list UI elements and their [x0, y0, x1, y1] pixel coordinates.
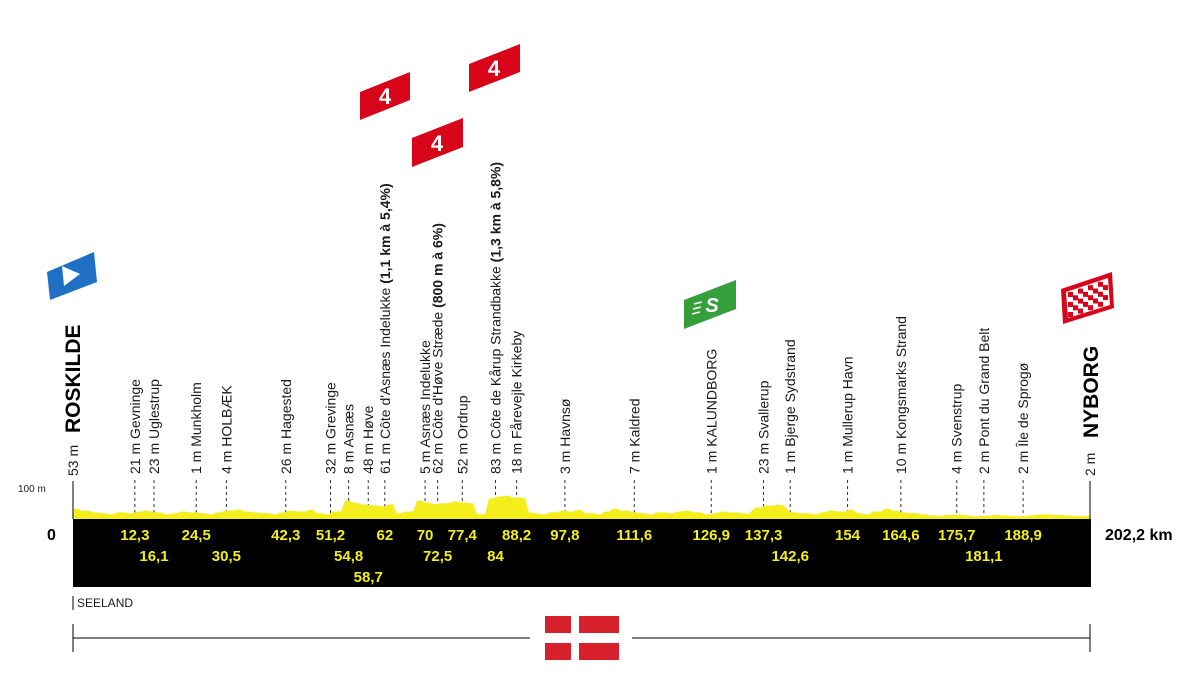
checker-square: [1093, 298, 1098, 304]
distance-km: 181,1: [965, 548, 1003, 565]
checker-square: [1073, 305, 1078, 311]
checkpoint-name: 1 m Mullerup Havn: [840, 357, 856, 475]
distance-km: 24,5: [182, 527, 211, 544]
checkpoint-name: 8 m Asnæs: [341, 404, 357, 474]
checker-square: [1078, 308, 1083, 314]
start-city-name: ROSKILDE: [62, 324, 85, 433]
checkpoint-name: 1 m KALUNDBORG: [703, 349, 719, 474]
distance-km: 58,7: [354, 569, 383, 586]
checkpoint-name: 1 m Bjerge Sydstrand: [782, 339, 798, 474]
checker-square: [1093, 288, 1098, 294]
checkpoint-name: 48 m Høve: [360, 405, 376, 474]
distance-km: 88,2: [502, 527, 531, 544]
checkpoint-name: 21 m Gevninge: [127, 379, 143, 474]
checker-square: [1098, 291, 1103, 297]
checkpoint-name: 4 m HOLBÆK: [218, 385, 234, 474]
finish-altitude: 2 m: [1082, 453, 1098, 476]
distance-km: 16,1: [139, 548, 168, 565]
distance-km: 30,5: [212, 548, 241, 565]
distance-km: 72,5: [423, 548, 452, 565]
checker-square: [1098, 281, 1103, 287]
finish-city-name: NYBORG: [1080, 346, 1103, 438]
region-label: SEELAND: [77, 596, 133, 610]
checkpoint-name: 61 m Côte d'Asnæs Indelukke (1,1 km à 5,…: [377, 183, 393, 474]
distance-km: 12,3: [120, 527, 149, 544]
checker-square: [1103, 295, 1108, 301]
checkered-flag-icon: [1061, 272, 1114, 324]
distance-km: 154: [835, 527, 861, 544]
checkpoint-name: 52 m Ordrup: [454, 395, 470, 474]
checkpoint-name: 2 m Pont du Grand Belt: [976, 328, 992, 474]
checker-square: [1068, 292, 1073, 297]
finish-km-label: 202,2 km: [1105, 527, 1173, 544]
checkpoint-name: 18 m Fårevejle Kirkeby: [509, 331, 525, 474]
distance-km: 164,6: [882, 527, 920, 544]
checker-square: [1068, 302, 1073, 307]
checkpoint-name: 1 m Munkholm: [188, 382, 204, 474]
distance-km: 70: [417, 527, 434, 544]
checkpoint-name: 3 m Havnsø: [557, 398, 573, 474]
checkpoint-name: 26 m Hagested: [278, 379, 294, 474]
checker-square: [1088, 285, 1093, 291]
altitude-scale-label: 100 m: [18, 484, 46, 495]
climb-category-1: 4: [379, 84, 392, 109]
distance-km: 42,3: [271, 527, 300, 544]
checker-square: [1073, 295, 1078, 301]
distance-km: 54,8: [334, 548, 363, 565]
distance-km: 175,7: [938, 527, 976, 544]
checker-square: [1088, 295, 1093, 301]
distance-km: 188,9: [1004, 527, 1042, 544]
checker-square: [1088, 305, 1093, 311]
start-altitude: 53 m: [65, 445, 81, 476]
checkpoint-name: 62 m Côte d'Høve Stræde (800 m à 6%): [430, 223, 446, 474]
sprint-label: S: [705, 295, 719, 317]
distance-km: 62: [376, 527, 393, 544]
start-flag-icon: [47, 252, 97, 300]
distance-km: 126,9: [692, 527, 730, 544]
climb-category-icon: 4: [360, 72, 410, 120]
distance-km: 77,4: [448, 527, 478, 544]
distance-labels: 12,3 16,1 24,530,5 42,3 51,2 54,8 58,7 62 70 72,5…: [120, 527, 1042, 586]
checkpoint-name: 23 m Uglestrup: [146, 379, 162, 474]
distance-km: 97,8: [550, 527, 579, 544]
checker-square: [1083, 301, 1088, 307]
distance-km: 137,3: [745, 527, 783, 544]
distance-km: 84: [487, 548, 504, 565]
elevation-profile: [73, 495, 1090, 519]
checkpoint-name: 2 m Île de Sprogø: [1015, 362, 1031, 474]
climb-category-icon: 4: [412, 118, 463, 167]
checkpoint-name: 83 m Côte de Kårup Strandbakke (1,3 km à…: [487, 162, 503, 474]
checker-square: [1078, 298, 1083, 304]
checkpoint-name: 23 m Svallerup: [756, 380, 772, 474]
profile-base: [73, 519, 1091, 587]
checker-square: [1098, 301, 1103, 307]
checkpoint-name: 4 m Svenstrup: [949, 384, 965, 474]
distance-km: 111,6: [616, 527, 652, 544]
sprint-icon: S: [684, 280, 736, 329]
checker-square: [1083, 291, 1088, 297]
climb-category-2: 4: [431, 131, 444, 156]
checkpoint-name: 7 m Kaldred: [626, 399, 642, 474]
checkpoint-name: 5 m Asnæs Indelukke: [417, 340, 433, 474]
denmark-flag-icon: [545, 616, 619, 660]
checker-square: [1068, 312, 1073, 317]
checkpoint-name: 10 m Kongsmarks Strand: [893, 316, 909, 474]
checker-square: [1103, 285, 1108, 291]
distance-km: 51,2: [316, 527, 345, 544]
start-km-label: 0: [47, 527, 56, 544]
distance-km: 142,6: [771, 548, 809, 565]
climb-category-3: 4: [488, 56, 501, 81]
climb-category-icon: 4: [469, 44, 520, 92]
checker-square: [1078, 288, 1083, 294]
checkpoint-name: 32 m Grevinge: [323, 382, 339, 474]
